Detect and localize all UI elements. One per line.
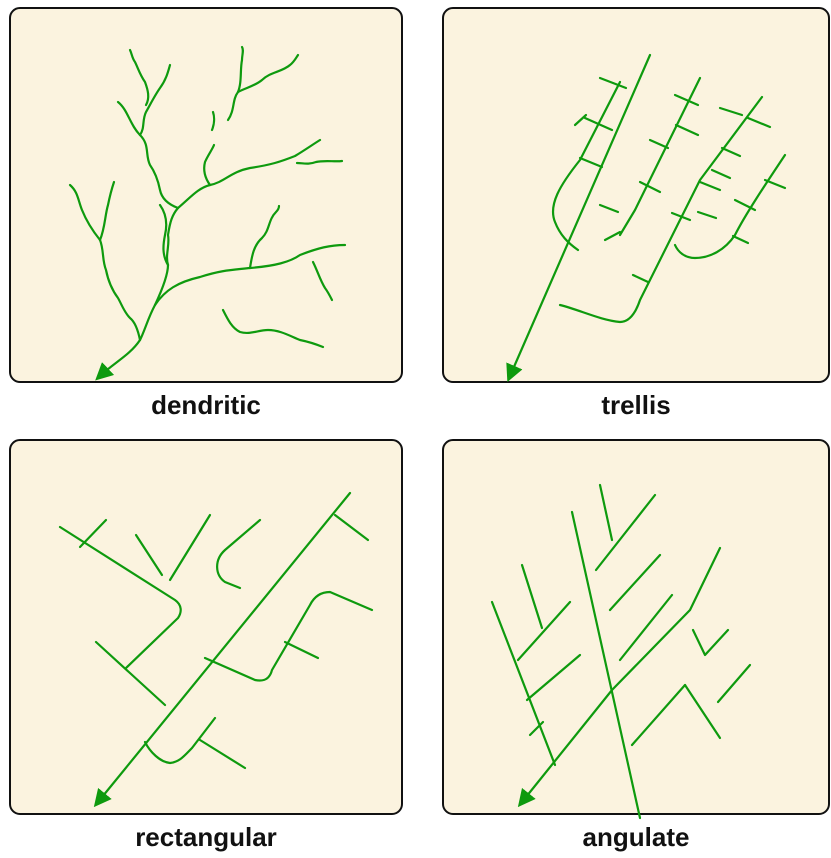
caption-dendritic: dendritic <box>10 390 402 421</box>
panel-rectangular-frame <box>10 440 402 814</box>
panel-trellis <box>443 8 829 382</box>
panel-angulate <box>443 440 829 818</box>
caption-angulate: angulate <box>440 822 831 853</box>
panel-dendritic-frame <box>10 8 402 382</box>
panel-dendritic <box>10 8 402 382</box>
caption-rectangular: rectangular <box>10 822 402 853</box>
caption-trellis: trellis <box>440 390 831 421</box>
panel-rectangular <box>10 440 402 814</box>
panel-trellis-frame <box>443 8 829 382</box>
